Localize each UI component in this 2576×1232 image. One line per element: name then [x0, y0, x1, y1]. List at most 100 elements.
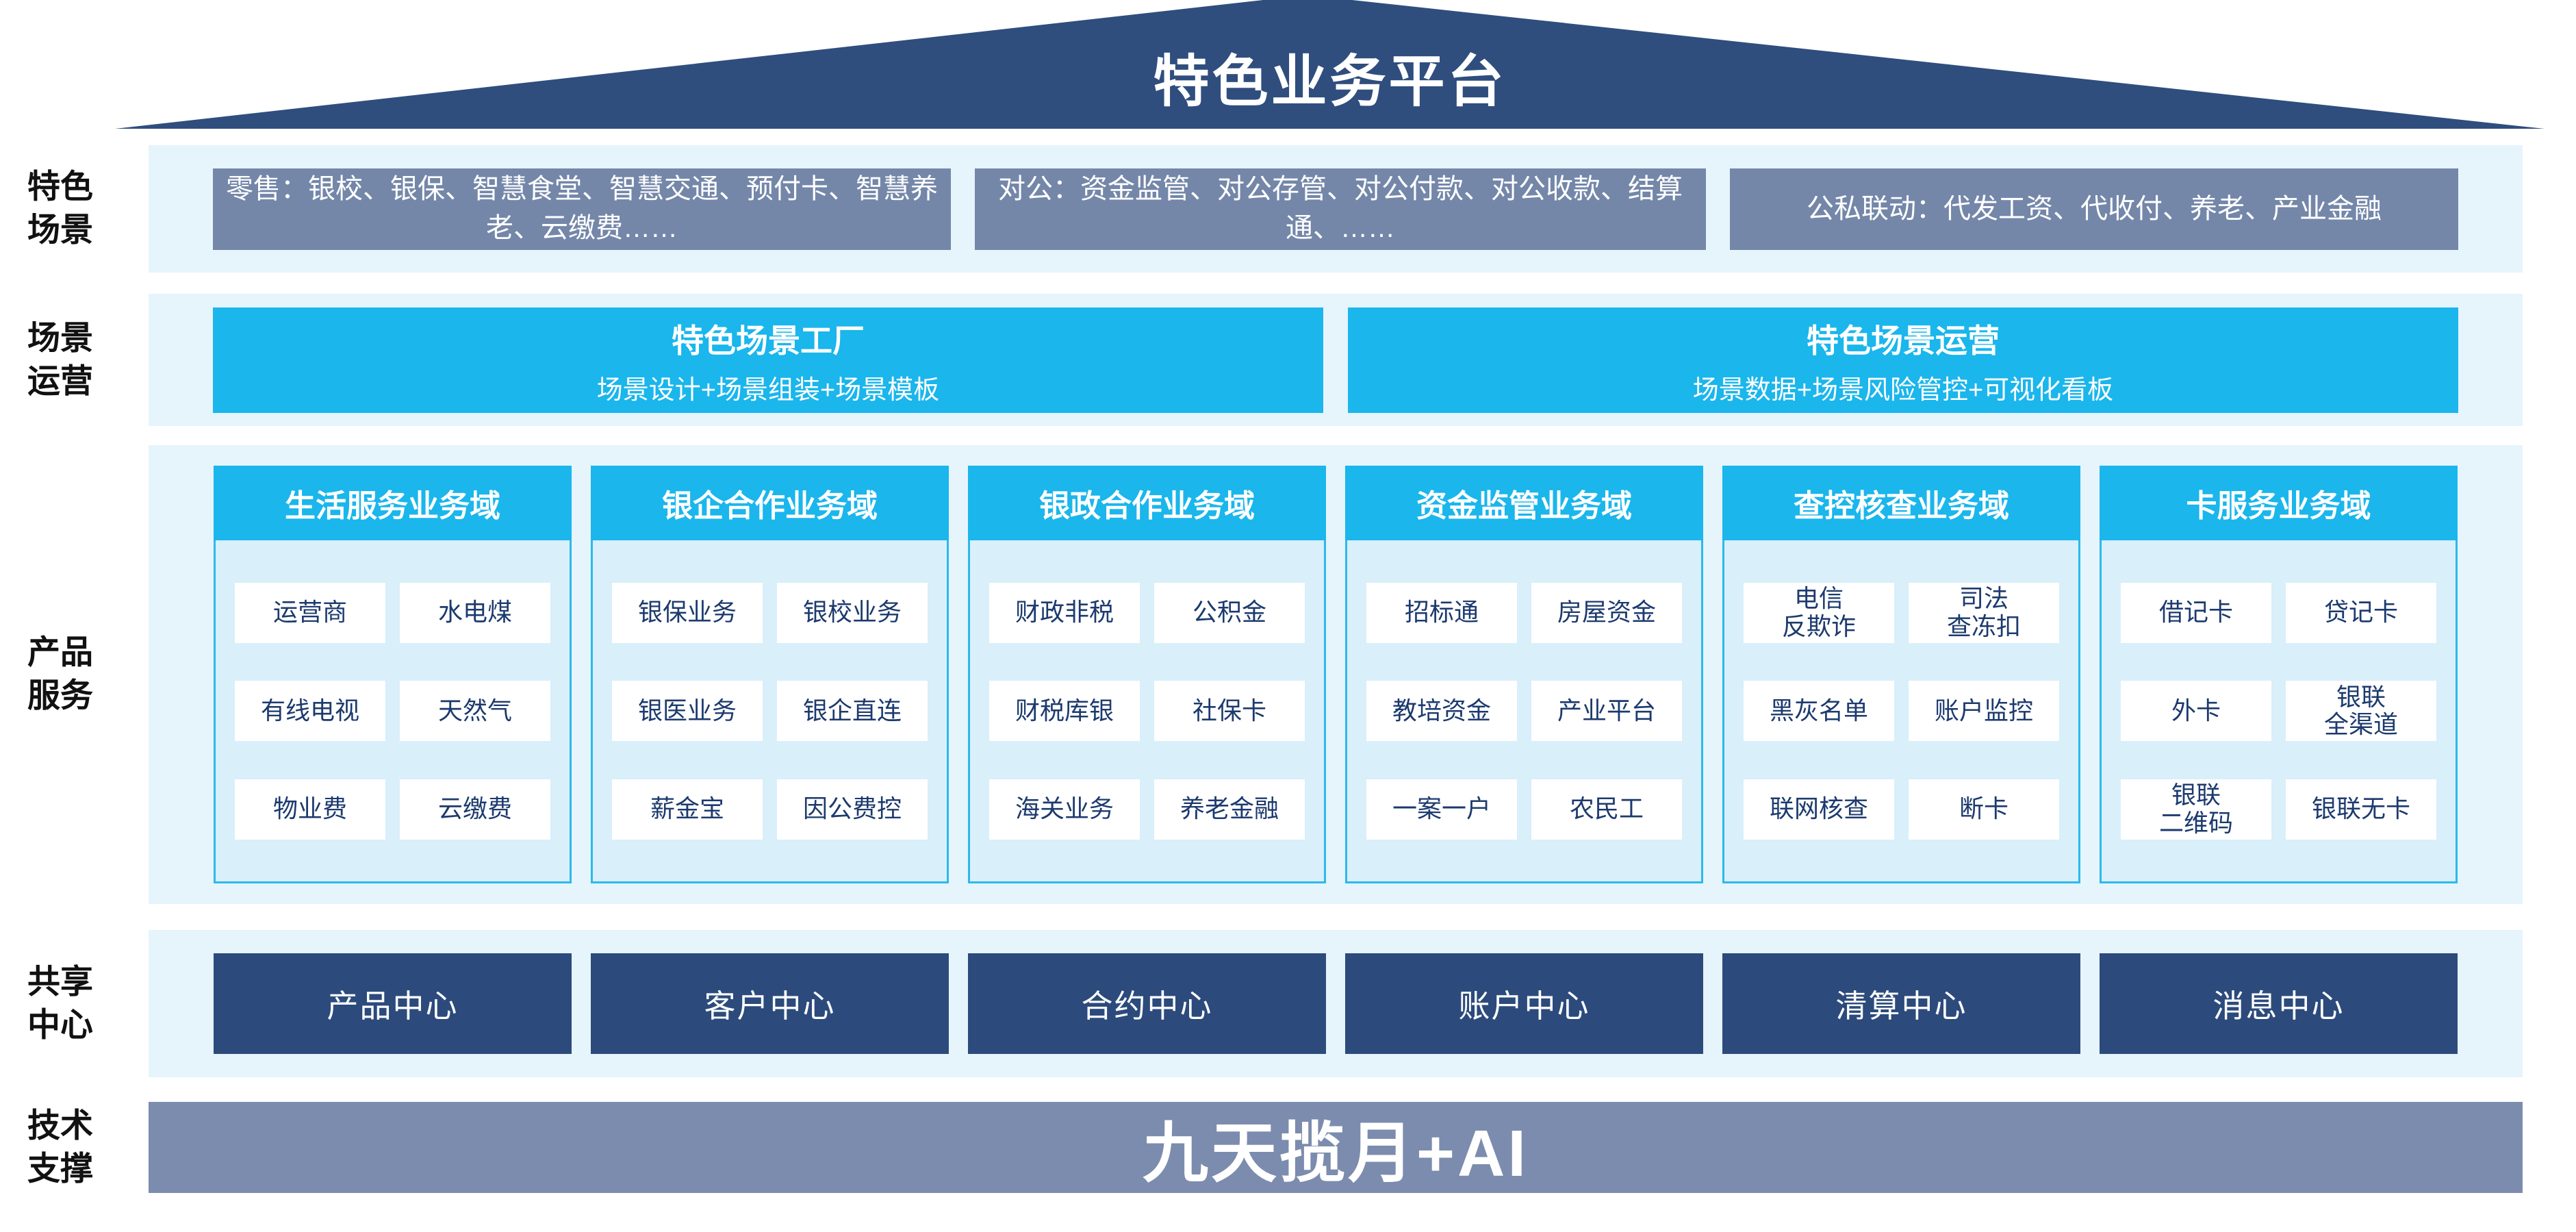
- product-item-row: 运营商水电煤: [235, 582, 550, 643]
- shared-center-box: 合约中心: [968, 953, 1326, 1054]
- product-item: 银联无卡: [2286, 779, 2436, 840]
- product-item: 因公费控: [777, 779, 928, 840]
- product-item: 银联 二维码: [2121, 779, 2271, 840]
- product-item: 教培资金: [1366, 681, 1517, 741]
- product-item: 贷记卡: [2286, 582, 2436, 643]
- product-item-row: 财税库银社保卡: [989, 681, 1305, 741]
- product-item: 运营商: [235, 582, 385, 643]
- product-domain-body: 财政非税公积金财税库银社保卡海关业务养老金融: [970, 540, 1324, 881]
- product-domain-card: 银政合作业务域 财政非税公积金财税库银社保卡海关业务养老金融: [968, 466, 1326, 883]
- platform-title: 特色业务平台: [1153, 51, 1507, 113]
- product-item-row: 黑灰名单账户监控: [1744, 681, 2059, 741]
- product-item: 云缴费: [400, 779, 550, 840]
- product-item: 外卡: [2121, 681, 2271, 741]
- band-featured-scenes: 零售：银校、银保、智慧食堂、智慧交通、预付卡、智慧养老、云缴费…… 对公：资金监…: [149, 145, 2523, 273]
- product-domain-header: 卡服务业务域: [2100, 466, 2458, 540]
- product-domain-header: 银政合作业务域: [968, 466, 1326, 540]
- product-domain-header: 查控核查业务域: [1722, 466, 2080, 540]
- product-item: 银校业务: [777, 582, 928, 643]
- product-domain-body: 银保业务银校业务银医业务银企直连薪金宝因公费控: [593, 540, 947, 881]
- product-item-row: 物业费云缴费: [235, 779, 550, 840]
- scene-factory-title: 特色场景工厂: [672, 322, 865, 359]
- product-item: 财政非税: [989, 582, 1140, 643]
- product-item: 银企直连: [777, 681, 928, 741]
- product-domain-card: 生活服务业务域 运营商水电煤有线电视天然气物业费云缴费: [214, 466, 572, 883]
- side-label-products: 产品 服务: [27, 634, 93, 714]
- product-item-row: 外卡银联 全渠道: [2121, 681, 2436, 741]
- shared-center-box: 消息中心: [2100, 953, 2458, 1054]
- product-item: 农民工: [1531, 779, 1682, 840]
- product-item: 黑灰名单: [1744, 681, 1894, 741]
- product-item-row: 招标通房屋资金: [1366, 582, 1682, 643]
- product-domain-body: 运营商水电煤有线电视天然气物业费云缴费: [216, 540, 570, 881]
- product-item: 电信 反欺诈: [1744, 582, 1894, 643]
- product-item: 银保业务: [612, 582, 763, 643]
- product-item: 薪金宝: [612, 779, 763, 840]
- product-item: 一案一户: [1366, 779, 1517, 840]
- product-item: 断卡: [1909, 779, 2059, 840]
- product-item: 房屋资金: [1531, 582, 1682, 643]
- product-item-row: 财政非税公积金: [989, 582, 1305, 643]
- product-domain-body: 招标通房屋资金教培资金产业平台一案一户农民工: [1347, 540, 1701, 881]
- product-item-row: 电信 反欺诈司法 查冻扣: [1744, 582, 2059, 643]
- product-item-row: 银保业务银校业务: [612, 582, 928, 643]
- side-label-tech: 技术 支撑: [27, 1107, 93, 1187]
- product-item-row: 薪金宝因公费控: [612, 779, 928, 840]
- product-item: 银医业务: [612, 681, 763, 741]
- scene-box-corporate: 对公：资金监管、对公存管、对公付款、对公收款、结算通、……: [975, 168, 1706, 250]
- product-domain-card: 卡服务业务域 借记卡贷记卡外卡银联 全渠道银联 二维码银联无卡: [2100, 466, 2458, 883]
- product-item: 公积金: [1154, 582, 1305, 643]
- side-label-shared: 共享 中心: [27, 964, 93, 1044]
- product-item: 银联 全渠道: [2286, 681, 2436, 741]
- product-item-row: 借记卡贷记卡: [2121, 582, 2436, 643]
- scene-factory-box: 特色场景工厂 场景设计+场景组装+场景模板: [213, 307, 1323, 413]
- scene-operation-box: 特色场景运营 场景数据+场景风险管控+可视化看板: [1348, 307, 2458, 413]
- product-item: 招标通: [1366, 582, 1517, 643]
- product-item: 有线电视: [235, 681, 385, 741]
- product-item: 借记卡: [2121, 582, 2271, 643]
- roof-banner-shape: [115, 0, 2545, 129]
- band-shared-centers: 产品中心客户中心合约中心账户中心清算中心消息中心: [149, 930, 2523, 1077]
- tech-support-bar: 九天揽月+AI: [149, 1102, 2523, 1193]
- scene-box-public-private: 公私联动：代发工资、代收付、养老、产业金融: [1730, 168, 2458, 250]
- scene-box-retail: 零售：银校、银保、智慧食堂、智慧交通、预付卡、智慧养老、云缴费……: [213, 168, 951, 250]
- product-item: 联网核查: [1744, 779, 1894, 840]
- shared-center-box: 客户中心: [591, 953, 949, 1054]
- product-item: 产业平台: [1531, 681, 1682, 741]
- shared-center-box: 产品中心: [214, 953, 572, 1054]
- product-domain-body: 借记卡贷记卡外卡银联 全渠道银联 二维码银联无卡: [2102, 540, 2456, 881]
- band-product-domains: 生活服务业务域 运营商水电煤有线电视天然气物业费云缴费 银企合作业务域 银保业务…: [149, 445, 2523, 904]
- product-domain-body: 电信 反欺诈司法 查冻扣黑灰名单账户监控联网核查断卡: [1724, 540, 2078, 881]
- tech-support-label: 九天揽月+AI: [1142, 1117, 1529, 1190]
- product-item-row: 教培资金产业平台: [1366, 681, 1682, 741]
- product-item: 社保卡: [1154, 681, 1305, 741]
- side-label-scenes: 特色 场景: [27, 168, 93, 249]
- product-item: 账户监控: [1909, 681, 2059, 741]
- product-item: 海关业务: [989, 779, 1140, 840]
- scene-factory-subtitle: 场景设计+场景组装+场景模板: [596, 375, 940, 405]
- product-item-row: 一案一户农民工: [1366, 779, 1682, 840]
- product-item-row: 银联 二维码银联无卡: [2121, 779, 2436, 840]
- shared-center-box: 清算中心: [1722, 953, 2080, 1054]
- band-scene-operation: 特色场景工厂 场景设计+场景组装+场景模板 特色场景运营 场景数据+场景风险管控…: [149, 294, 2523, 426]
- product-domain-header: 银企合作业务域: [591, 466, 949, 540]
- product-domain-card: 银企合作业务域 银保业务银校业务银医业务银企直连薪金宝因公费控: [591, 466, 949, 883]
- product-domain-card: 查控核查业务域 电信 反欺诈司法 查冻扣黑灰名单账户监控联网核查断卡: [1722, 466, 2080, 883]
- product-item-row: 有线电视天然气: [235, 681, 550, 741]
- product-item: 物业费: [235, 779, 385, 840]
- product-item-row: 联网核查断卡: [1744, 779, 2059, 840]
- product-domain-header: 资金监管业务域: [1345, 466, 1703, 540]
- product-item: 养老金融: [1154, 779, 1305, 840]
- side-label-operation: 场景 运营: [27, 320, 93, 400]
- product-item-row: 银医业务银企直连: [612, 681, 928, 741]
- product-domain-header: 生活服务业务域: [214, 466, 572, 540]
- product-item: 水电煤: [400, 582, 550, 643]
- product-item: 司法 查冻扣: [1909, 582, 2059, 643]
- scene-operation-subtitle: 场景数据+场景风险管控+可视化看板: [1692, 375, 2114, 405]
- scene-operation-title: 特色场景运营: [1807, 322, 2000, 359]
- product-domain-card: 资金监管业务域 招标通房屋资金教培资金产业平台一案一户农民工: [1345, 466, 1703, 883]
- product-item: 天然气: [400, 681, 550, 741]
- product-item: 财税库银: [989, 681, 1140, 741]
- product-item-row: 海关业务养老金融: [989, 779, 1305, 840]
